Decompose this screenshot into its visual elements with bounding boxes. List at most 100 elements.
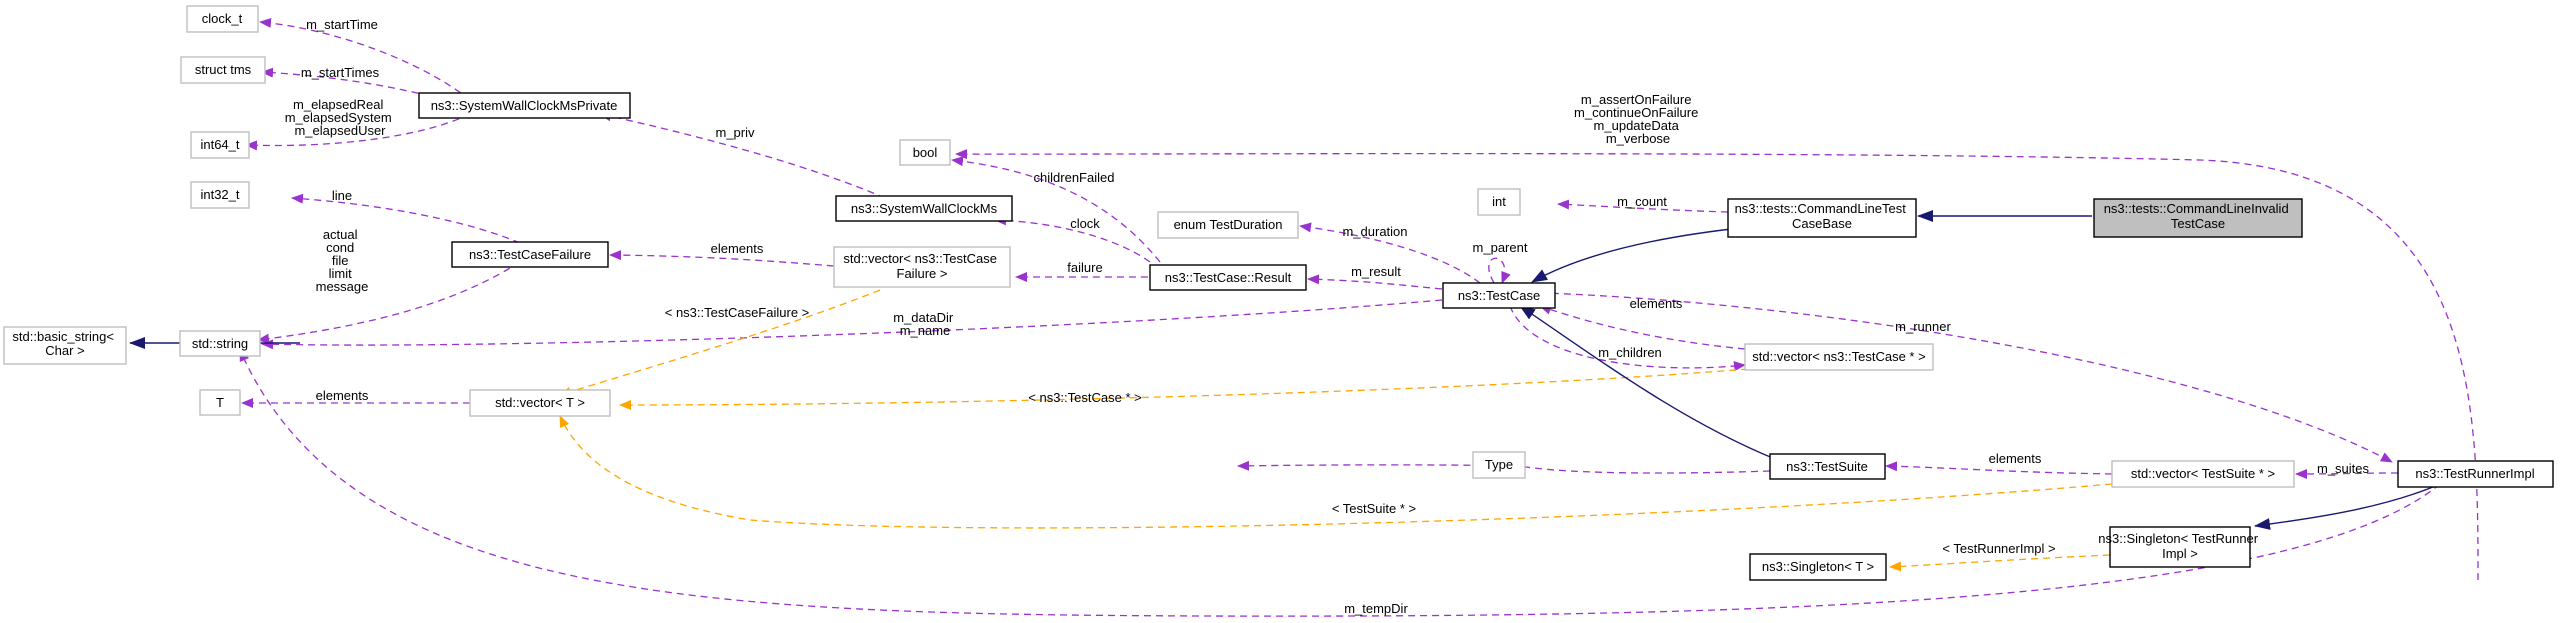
label-m-elapsed: m_elapsedReal m_elapsedSystem m_elapsedU… [285, 97, 396, 138]
node-basic-string[interactable]: std::basic_string< Char > [3, 326, 127, 365]
node-command-line-test-case-base[interactable]: ns3::tests::CommandLineTest CaseBase [1727, 198, 1917, 238]
label-failure-fields: actual cond file limit message [316, 227, 369, 294]
node-type[interactable]: Type [1472, 451, 1526, 479]
label-elements-tc: elements [1630, 296, 1683, 311]
edge-startTimes [261, 67, 431, 97]
svg-text:ns3::tests::CommandLineInvalid: ns3::tests::CommandLineInvalid TestCase [2104, 201, 2293, 231]
node-int32-t[interactable]: int32_t [190, 181, 250, 209]
label-m-dataDir-name: m_dataDir m_name [893, 310, 957, 338]
edge-failure-fields [257, 261, 521, 344]
edge-line [291, 193, 521, 244]
svg-text:ns3::SystemWallClockMs: ns3::SystemWallClockMs [851, 201, 998, 216]
node-test-runner-impl[interactable]: ns3::TestRunnerImpl [2397, 460, 2554, 488]
label-line: line [332, 188, 352, 203]
node-test-suite[interactable]: ns3::TestSuite [1769, 453, 1886, 480]
edge-suites [2295, 468, 2399, 479]
label-tmpl-suite: < TestSuite * > [1332, 501, 1416, 516]
label-m-startTimes: m_startTimes [301, 65, 380, 80]
edge-inherit-clbase [1531, 227, 1741, 283]
node-T[interactable]: T [199, 389, 241, 416]
label-m-tempDir: m_tempDir [1344, 601, 1408, 616]
node-vector-T[interactable]: std::vector< T > [469, 389, 611, 417]
label-m-runner: m_runner [1895, 319, 1951, 334]
label-elements-failure: elements [711, 241, 764, 256]
label-tmpl-failure: < ns3::TestCaseFailure > [665, 305, 810, 320]
svg-text:std::string: std::string [192, 336, 248, 351]
svg-text:ns3::Singleton< TestRunner: ns3::Singleton< TestRunner Impl > [2098, 531, 2261, 561]
svg-text:std::basic_string< Cha: std::basic_string< Char > [12, 329, 117, 358]
svg-text:clock_t: clock_t [202, 11, 243, 26]
edge-clock [994, 215, 1151, 263]
edge-startTime [259, 17, 471, 101]
svg-text:bool: bool [913, 145, 938, 160]
node-singleton-T[interactable]: ns3::Singleton< T > [1749, 553, 1887, 581]
edge-inherit-suite [1519, 305, 1776, 460]
svg-text:int64_t: int64_t [200, 137, 239, 152]
node-test-case-result[interactable]: ns3::TestCase::Result [1149, 264, 1307, 291]
node-vector-test-case-ptr[interactable]: std::vector< ns3::TestCase * > [1744, 343, 1934, 371]
edge-priv [599, 111, 886, 199]
node-singleton-test-runner-impl[interactable]: ns3::Singleton< TestRunner Impl > [2098, 526, 2261, 568]
svg-text:Type: Type [1485, 457, 1513, 472]
svg-text:struct tms: struct tms [195, 62, 252, 77]
node-int[interactable]: int [1477, 188, 1521, 216]
edge-elements-failure [609, 250, 835, 267]
svg-text:T: T [216, 395, 224, 410]
svg-text:ns3::tests::CommandLineTest: ns3::tests::CommandLineTest CaseBase [1735, 201, 1910, 231]
label-m-duration: m_duration [1342, 224, 1407, 239]
edge-elements-tc [1539, 304, 1746, 350]
svg-text:ns3::SystemWallClockMsPrivate: ns3::SystemWallClockMsPrivate [431, 98, 618, 113]
svg-text:ns3::TestRunnerImpl: ns3::TestRunnerImpl [2415, 466, 2534, 481]
label-m-priv: m_priv [715, 125, 755, 140]
label-elements-suite: elements [1989, 451, 2042, 466]
node-system-wall-clock-ms[interactable]: ns3::SystemWallClockMs [835, 195, 1013, 222]
edge-tmpl-suite [559, 415, 2113, 529]
nodes: clock_t struct tms int64_t ns3::SystemWa… [3, 5, 2554, 581]
edge-runner-flags [955, 149, 2479, 581]
node-int64-t[interactable]: int64_t [190, 131, 250, 159]
label-tmpl-tc: < ns3::TestCase * > [1028, 390, 1141, 405]
edge-runner [1515, 291, 2393, 463]
edge-elements-suite [1885, 461, 2113, 475]
svg-text:ns3::TestCase::Result: ns3::TestCase::Result [1165, 270, 1292, 285]
node-bool[interactable]: bool [899, 139, 951, 166]
node-enum-test-duration[interactable]: enum TestDuration [1157, 211, 1299, 239]
edge-tmpl-tc [619, 367, 1761, 410]
node-vector-test-case-failure[interactable]: std::vector< ns3::TestCase Failure > [833, 246, 1011, 288]
svg-text:std::vector< ns3::TestCase: std::vector< ns3::TestCase Failure > [843, 251, 1000, 281]
edge-parent [1488, 257, 1511, 284]
label-m-parent: m_parent [1473, 240, 1528, 255]
svg-text:int32_t: int32_t [200, 187, 239, 202]
label-failure: failure [1067, 260, 1102, 275]
node-clock-t[interactable]: clock_t [186, 5, 259, 33]
edge-tmpl-runner [1889, 554, 2111, 572]
node-test-case-failure[interactable]: ns3::TestCaseFailure [451, 241, 609, 268]
label-m-children: m_children [1598, 345, 1662, 360]
label-m-suites: m_suites [2317, 461, 2370, 476]
label-childrenFailed: childrenFailed [1034, 170, 1115, 185]
label-runner-flags: m_assertOnFailure m_continueOnFailure m_… [1574, 92, 1702, 146]
svg-text:enum TestDuration: enum TestDuration [1174, 217, 1283, 232]
label-m-startTime: m_startTime [306, 17, 378, 32]
svg-text:std::vector< TestSuite * >: std::vector< TestSuite * > [2131, 466, 2275, 481]
svg-text:std::vector< ns3::TestCase * >: std::vector< ns3::TestCase * > [1752, 349, 1925, 364]
svg-text:int: int [1492, 194, 1506, 209]
node-system-wall-clock-ms-private[interactable]: ns3::SystemWallClockMsPrivate [418, 92, 631, 119]
node-struct-tms[interactable]: struct tms [180, 56, 266, 84]
edge-inherit-singleton [2254, 483, 2441, 530]
label-m-count: m_count [1617, 194, 1667, 209]
node-command-line-invalid-test-case[interactable]: ns3::tests::CommandLineInvalid TestCase [2093, 198, 2303, 238]
node-std-string[interactable]: std::string [179, 330, 261, 357]
svg-text:ns3::TestCaseFailure: ns3::TestCaseFailure [469, 247, 591, 262]
edge-tempDir [239, 349, 2441, 617]
edge-duration [1299, 222, 1481, 284]
svg-text:ns3::TestCase: ns3::TestCase [1458, 288, 1540, 303]
label-m-result: m_result [1351, 264, 1401, 279]
edge-type [1237, 460, 1771, 474]
node-vector-test-suite-ptr[interactable]: std::vector< TestSuite * > [2111, 460, 2295, 488]
edge-elapsed [245, 113, 471, 151]
svg-text:ns3::Singleton< T >: ns3::Singleton< T > [1762, 559, 1874, 574]
label-clock: clock [1070, 216, 1100, 231]
node-test-case[interactable]: ns3::TestCase [1442, 282, 1556, 309]
